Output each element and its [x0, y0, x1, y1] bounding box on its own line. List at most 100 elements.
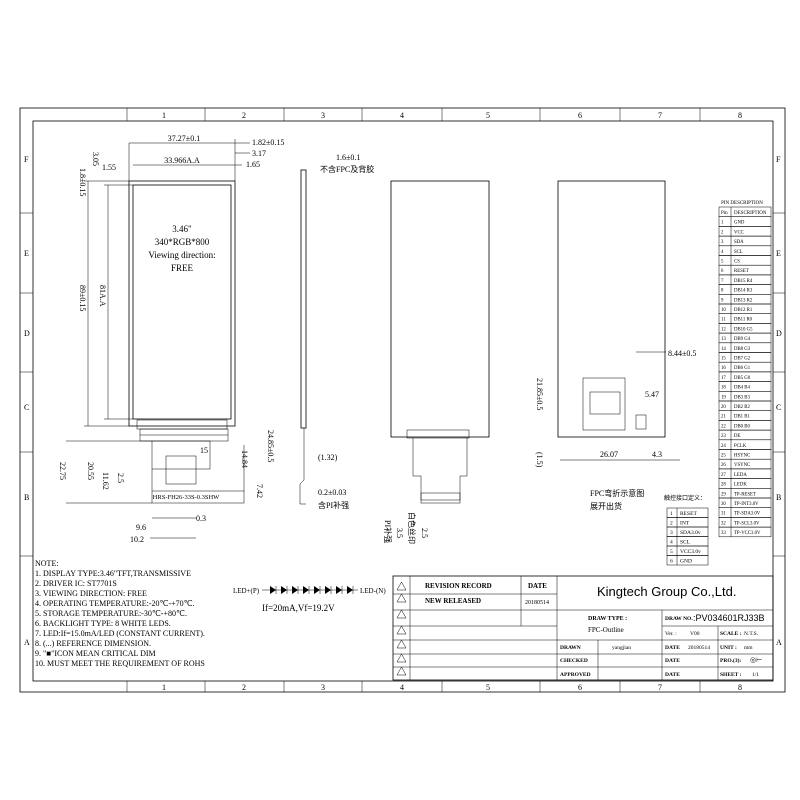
pin-number: 22 [721, 424, 726, 429]
pin-description: TP-VCC3.0V [734, 531, 761, 536]
company-name: Kingtech Group Co.,Ltd. [597, 584, 736, 599]
draw-no: :PV034601RJ33B [693, 613, 765, 623]
dim-43: 4.3 [652, 450, 662, 459]
pin-description: SDA [734, 240, 744, 245]
date-label: DATE [528, 582, 547, 590]
col-label: 3 [321, 683, 325, 692]
dim-18: 1.8±0.15 [78, 168, 87, 196]
draw-no-label: DRAW NO. [665, 616, 693, 622]
draw-type-label: DRAW TYPE : [588, 616, 627, 622]
col-label: 1 [162, 111, 166, 120]
unit-label: UNIT : [720, 645, 737, 651]
pin-number: 10 [721, 308, 726, 313]
front-view: 3.46" 340*RGB*800 Viewing direction: FRE… [58, 134, 284, 544]
pin-number: 25 [721, 454, 726, 459]
ver-value: V00 [690, 631, 700, 637]
touch-pin-number: 6 [670, 559, 673, 565]
sheet-label: SHEET : [720, 672, 742, 678]
pin-description: VCC [734, 230, 744, 235]
pin-description: DB5 G0 [734, 376, 751, 381]
ic-area [136, 419, 228, 430]
pin-description: DB11 R0 [734, 318, 753, 323]
touch-pin-description: RESET [680, 511, 697, 517]
led-diode [314, 586, 320, 594]
dim-155: 1.55 [102, 163, 116, 172]
dim-844: 8.44±0.5 [668, 349, 696, 358]
revision-triangle-icon [396, 609, 407, 619]
ver-label: Ver. : [665, 631, 677, 637]
col-label: 6 [578, 111, 582, 120]
revision-triangle-icon [396, 625, 407, 635]
pin-number: 4 [721, 250, 724, 255]
scale-value: N.T.S. [744, 631, 759, 637]
dim-2607: 26.07 [600, 450, 618, 459]
row-labels-left: F E D C B A [24, 155, 30, 647]
dim-2185: 21.85±0.5 [535, 378, 544, 410]
pin-description: DB7 G2 [734, 357, 751, 362]
pin-row [718, 429, 772, 441]
notes: NOTE: 1. DISPLAY TYPE:3.46"TFT,TRANSMISS… [35, 559, 205, 668]
note-item: 2. DRIVER IC: ST7701S [35, 579, 117, 588]
row-labels-right: F E D C B A [776, 155, 782, 647]
pin-description: DB14 R3 [734, 289, 753, 294]
desc-header: DESCRIPTION [734, 211, 767, 216]
pin-description: TP-INT3.0V [734, 502, 759, 507]
dim-35: 3.5 [395, 528, 404, 538]
dim-317: 3.17 [252, 149, 266, 158]
row-label: D [24, 329, 30, 338]
date2-label: DATE [665, 645, 680, 651]
dim-width: 37.27±0.1 [168, 134, 200, 143]
new-released: NEW RELEASED [425, 597, 481, 605]
col-label: 2 [242, 683, 246, 692]
drawn-by: yangjian [612, 645, 631, 651]
note-item: 7. LED:If=15.0mA/LED (CONSTANT CURRENT). [35, 629, 205, 638]
note-item: 1. DISPLAY TYPE:3.46"TFT,TRANSMISSIVE [35, 569, 191, 578]
row-label: D [776, 329, 782, 338]
col-label: 8 [738, 111, 742, 120]
touch-pin-number: 3 [670, 530, 673, 536]
pin-description: DB2 B2 [734, 405, 750, 410]
pin-row [718, 255, 772, 266]
row-label: E [776, 249, 781, 258]
pin-description: DB3 B3 [734, 395, 750, 400]
pin-number: 13 [721, 337, 726, 342]
led-diode [281, 586, 287, 594]
pin-description: DB1 B1 [734, 415, 750, 420]
pin-number: 27 [721, 473, 726, 478]
date4-label: DATE [665, 672, 680, 678]
row-label: B [776, 493, 781, 502]
col-label: 2 [242, 111, 246, 120]
bend-note: FPC弯折示意图 [590, 488, 644, 498]
touch-table-title: 触控接口定义： [664, 494, 706, 502]
dim-102: 10.2 [130, 535, 144, 544]
touch-pin-description: INT [680, 521, 690, 527]
dim-height: 89±0.15 [78, 285, 87, 311]
pin-row [718, 245, 772, 256]
fpc-components [165, 455, 197, 485]
pin-description: CS [734, 260, 740, 265]
rear-fpc [412, 438, 468, 501]
pin-description: DB10 G5 [734, 327, 753, 332]
bent-view: 8.44±0.5 21.85±0.5 5.47 (1.5) 26.07 4.3 … [535, 180, 696, 511]
pin-description: LEDA [734, 473, 747, 478]
pin-table-title: PIN DESCRIPTION [721, 201, 763, 206]
col-label: 8 [738, 683, 742, 692]
pin-description: TP-SDA3.0V [734, 512, 761, 517]
pin-number: 28 [721, 483, 726, 488]
display-size: 3.46" [172, 224, 192, 234]
row-label: F [776, 155, 781, 164]
dim-aa-height: 81A.A [98, 285, 107, 307]
pin-number: 16 [721, 366, 726, 371]
note-item: 9. "■"ICON MEAN CRITICAL DIM [35, 649, 156, 658]
col-label: 6 [578, 683, 582, 692]
pin-description: DE [734, 434, 740, 439]
side-outline [300, 169, 307, 429]
col-label: 7 [658, 111, 662, 120]
notes-header: NOTE: [35, 559, 59, 568]
touch-pin-description: SDA3.0v [680, 530, 701, 536]
pin-number: 30 [721, 502, 726, 507]
row-label: A [24, 638, 30, 647]
col-label: 4 [400, 111, 404, 120]
pin-number: 32 [721, 521, 726, 526]
